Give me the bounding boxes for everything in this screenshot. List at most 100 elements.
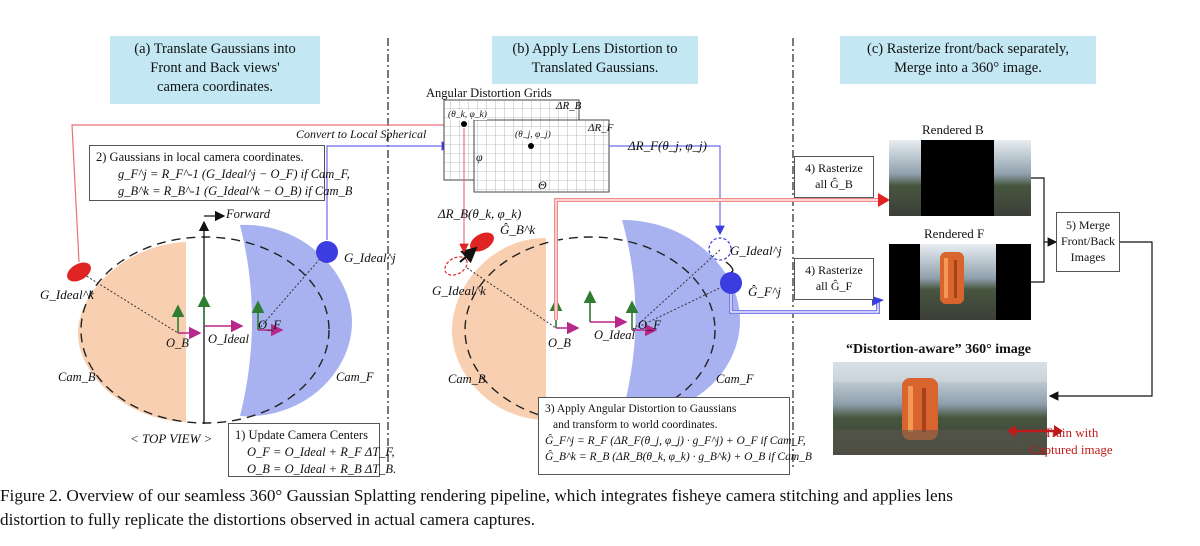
step4-top-line: all Ĝ_B <box>815 177 853 191</box>
merge-line-out <box>1048 241 1153 401</box>
theta-k-phi-k-label: (θ_k, φ_k) <box>448 110 487 120</box>
rendered-b-label: Rendered B <box>922 122 984 137</box>
panel-b-diagram <box>443 99 890 424</box>
grid-point-j <box>528 143 534 149</box>
step4-bottom-box: 4) Rasterize all Ĝ_F <box>794 258 874 300</box>
o-b-label-b: O_B <box>548 336 571 350</box>
step5-line: Images <box>1070 250 1106 264</box>
merge-line-bottom <box>1031 242 1045 283</box>
distortion-aware-image <box>833 362 1047 455</box>
delta-rf-fn-label: ΔR_F(θ_j, φ_j) <box>628 138 707 153</box>
gaussian-j-distorted <box>720 272 742 294</box>
g-ideal-k-label-b: G_Ideal^k <box>432 283 486 298</box>
pipeline-diagram <box>67 38 1153 470</box>
rendered-f-label: Rendered F <box>924 226 985 241</box>
step1-box: 1) Update Camera Centers O_F = O_Ideal +… <box>228 423 397 477</box>
g-ideal-j-label-b: G_Ideal^j <box>730 243 782 258</box>
gaussian-j-ideal <box>316 241 338 263</box>
cam-f-label-b: Cam_F <box>716 372 754 386</box>
blue-double-arrowhead <box>872 296 884 306</box>
rendered-f-image <box>889 244 1031 320</box>
step1-title: 1) Update Camera Centers <box>235 428 368 442</box>
forward-label: Forward <box>226 207 270 221</box>
cam-f-region-distorted <box>622 220 740 415</box>
distortion-aware-label: “Distortion-aware” 360° image <box>846 342 1031 357</box>
step5-line: Front/Back <box>1061 234 1115 248</box>
delta-rf-grid-label: ΔR_F <box>588 122 614 134</box>
g-hat-f-j-label: Ĝ_F^j <box>748 284 781 299</box>
convert-label: Convert to Local Spherical <box>296 127 427 141</box>
panel-a-header-line: (a) Translate Gaussians into <box>134 41 296 57</box>
o-f-label-b: O_F <box>638 318 661 332</box>
o-b-label: O_B <box>166 336 189 350</box>
blue-path-a <box>326 141 452 240</box>
step2-eq-f: g_F^j = R_F^-1 (G_Ideal^j − O_F) if Cam_… <box>118 167 350 181</box>
cam-f-region <box>240 224 352 417</box>
delta-rb-fn-label: ΔR_B(θ_k, φ_k) <box>438 206 522 221</box>
caption-line: distortion to fully replicate the distor… <box>0 510 536 529</box>
panel-b-header-line: Translated Gaussians. <box>531 60 659 76</box>
step4-bottom-line: all Ĝ_F <box>815 279 853 293</box>
o-f-label: O_F <box>258 318 281 332</box>
panel-c-header-line: Merge into a 360° image. <box>894 60 1042 76</box>
theta-j-phi-j-label: (θ_j, φ_j) <box>515 130 551 140</box>
cam-b-region-distorted <box>452 238 546 420</box>
panel-b-header: (b) Apply Lens Distortion to Translated … <box>492 36 698 84</box>
top-view-label: < TOP VIEW > <box>130 431 213 446</box>
g-hat-b-k-label: Ĝ_B^k <box>500 222 536 237</box>
step1-eq-b: O_B = O_Ideal + R_B ΔT_B. <box>247 462 397 476</box>
train-line: Captured image <box>1030 442 1113 457</box>
dotted-link <box>466 267 557 329</box>
step3-subtitle: and transform to world coordinates. <box>553 419 718 431</box>
panel-b-header-line: (b) Apply Lens Distortion to <box>512 41 678 57</box>
panel-c-header-line: (c) Rasterize front/back separately, <box>867 41 1069 57</box>
gaussian-k-ideal <box>67 262 91 282</box>
o-ideal-label: O_Ideal <box>208 332 249 346</box>
cam-b-region <box>78 242 186 422</box>
g-ideal-k-label: G_Ideal^k <box>40 287 94 302</box>
distortion-arrow-k <box>459 246 478 264</box>
panel-c-diagram <box>833 140 1153 455</box>
delta-rb-grid-label: ΔR_B <box>556 100 582 112</box>
cam-b-label: Cam_B <box>58 370 96 384</box>
figure-caption: Figure 2. Overview of our seamless 360° … <box>0 484 1196 532</box>
rendered-b-image <box>889 140 1031 216</box>
cam-b-label-b: Cam_B <box>448 372 486 386</box>
ideal-circle <box>80 236 330 424</box>
step3-box: 3) Apply Angular Distortion to Gaussians… <box>538 397 812 475</box>
step5-line: 5) Merge <box>1065 218 1111 232</box>
distortion-arrow-j <box>725 261 734 273</box>
train-line: Train with <box>1044 425 1099 440</box>
panel-a-header-line: camera coordinates. <box>157 79 273 95</box>
gaussian-j-ideal-ghost <box>708 237 732 261</box>
g-ideal-j-label: G_Ideal^j <box>344 250 396 265</box>
red-double-arrowhead <box>878 193 890 207</box>
grids-title: Angular Distortion Grids <box>426 86 552 100</box>
panel-a-diagram <box>67 124 473 424</box>
blue-path-b <box>609 145 725 236</box>
step2-eq-b: g_B^k = R_B^-1 (G_Ideal^k − O_B) if Cam_… <box>118 184 353 198</box>
panel-c-header: (c) Rasterize front/back separately, Mer… <box>840 36 1096 84</box>
theta-label: Θ <box>538 178 547 192</box>
cam-f-label: Cam_F <box>336 370 374 384</box>
step2-box: 2) Gaussians in local camera coordinates… <box>89 145 353 201</box>
panel-a-header-line: Front and Back views' <box>150 60 280 76</box>
step5-box: 5) Merge Front/Back Images <box>1056 212 1120 272</box>
step3-eq-f: Ĝ_F^j = R_F (ΔR_F(θ_j, φ_j) · g_F^j) + O… <box>545 435 806 447</box>
o-ideal-label-b: O_Ideal <box>594 328 635 342</box>
step4-bottom-line: 4) Rasterize <box>805 263 863 277</box>
merge-line-top <box>1031 177 1058 247</box>
train-label: Train with Captured image <box>1030 424 1113 458</box>
step3-title: 3) Apply Angular Distortion to Gaussians <box>545 403 737 415</box>
panel-a-header: (a) Translate Gaussians into Front and B… <box>110 36 320 104</box>
grid-point-k <box>461 121 467 127</box>
dotted-link <box>79 271 179 334</box>
caption-line: Figure 2. Overview of our seamless 360° … <box>0 486 953 505</box>
phi-label: φ <box>476 150 483 164</box>
step4-top-line: 4) Rasterize <box>805 161 863 175</box>
train-arrow-left <box>1007 425 1016 437</box>
step4-top-box: 4) Rasterize all Ĝ_B <box>794 156 874 198</box>
step3-eq-b: Ĝ_B^k = R_B (ΔR_B(θ_k, φ_k) · g_B^k) + O… <box>545 451 812 463</box>
step1-eq-f: O_F = O_Ideal + R_F ΔT_F, <box>247 445 395 459</box>
step2-title: 2) Gaussians in local camera coordinates… <box>96 150 304 164</box>
